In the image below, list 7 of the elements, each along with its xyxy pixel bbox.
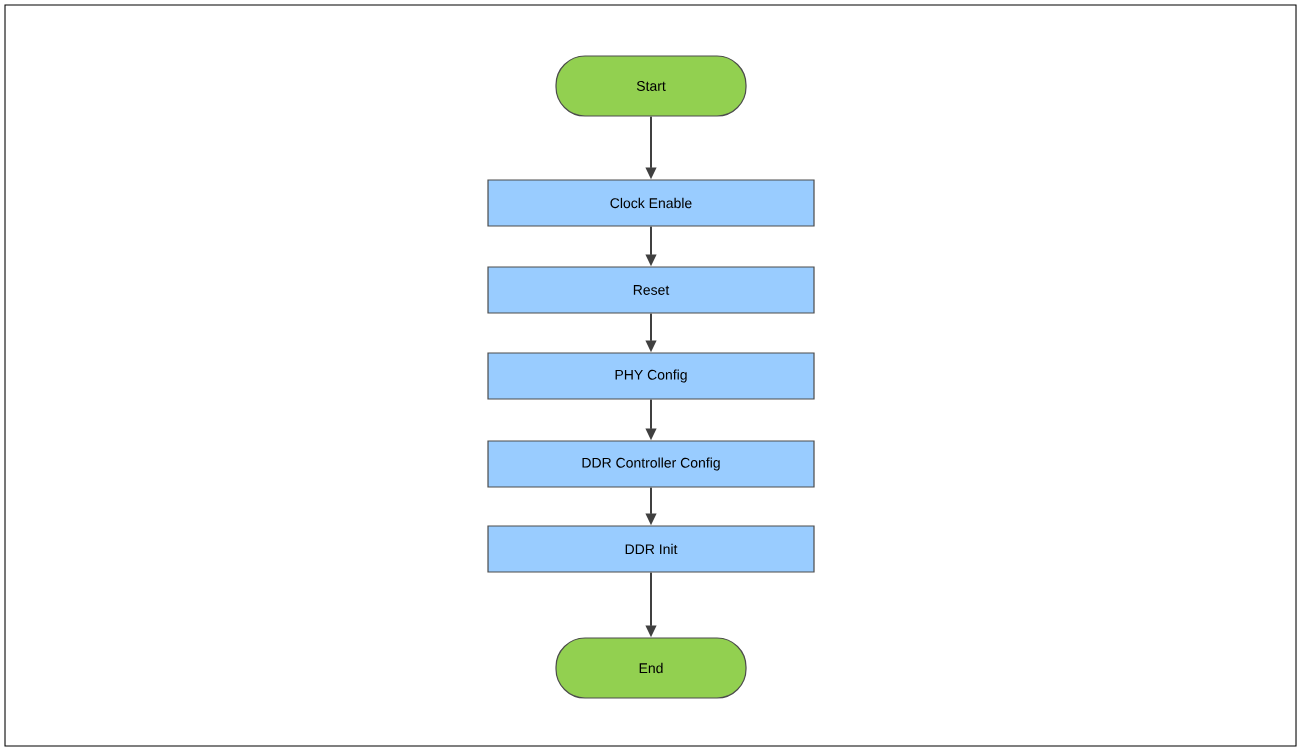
process-box: Clock Enable xyxy=(487,179,815,227)
terminal: Start xyxy=(555,55,747,117)
terminal: End xyxy=(555,637,747,699)
process-box: PHY Config xyxy=(487,352,815,400)
process-box: DDR Init xyxy=(487,525,815,573)
process-box: DDR Controller Config xyxy=(487,440,815,488)
process-box: Reset xyxy=(487,266,815,314)
